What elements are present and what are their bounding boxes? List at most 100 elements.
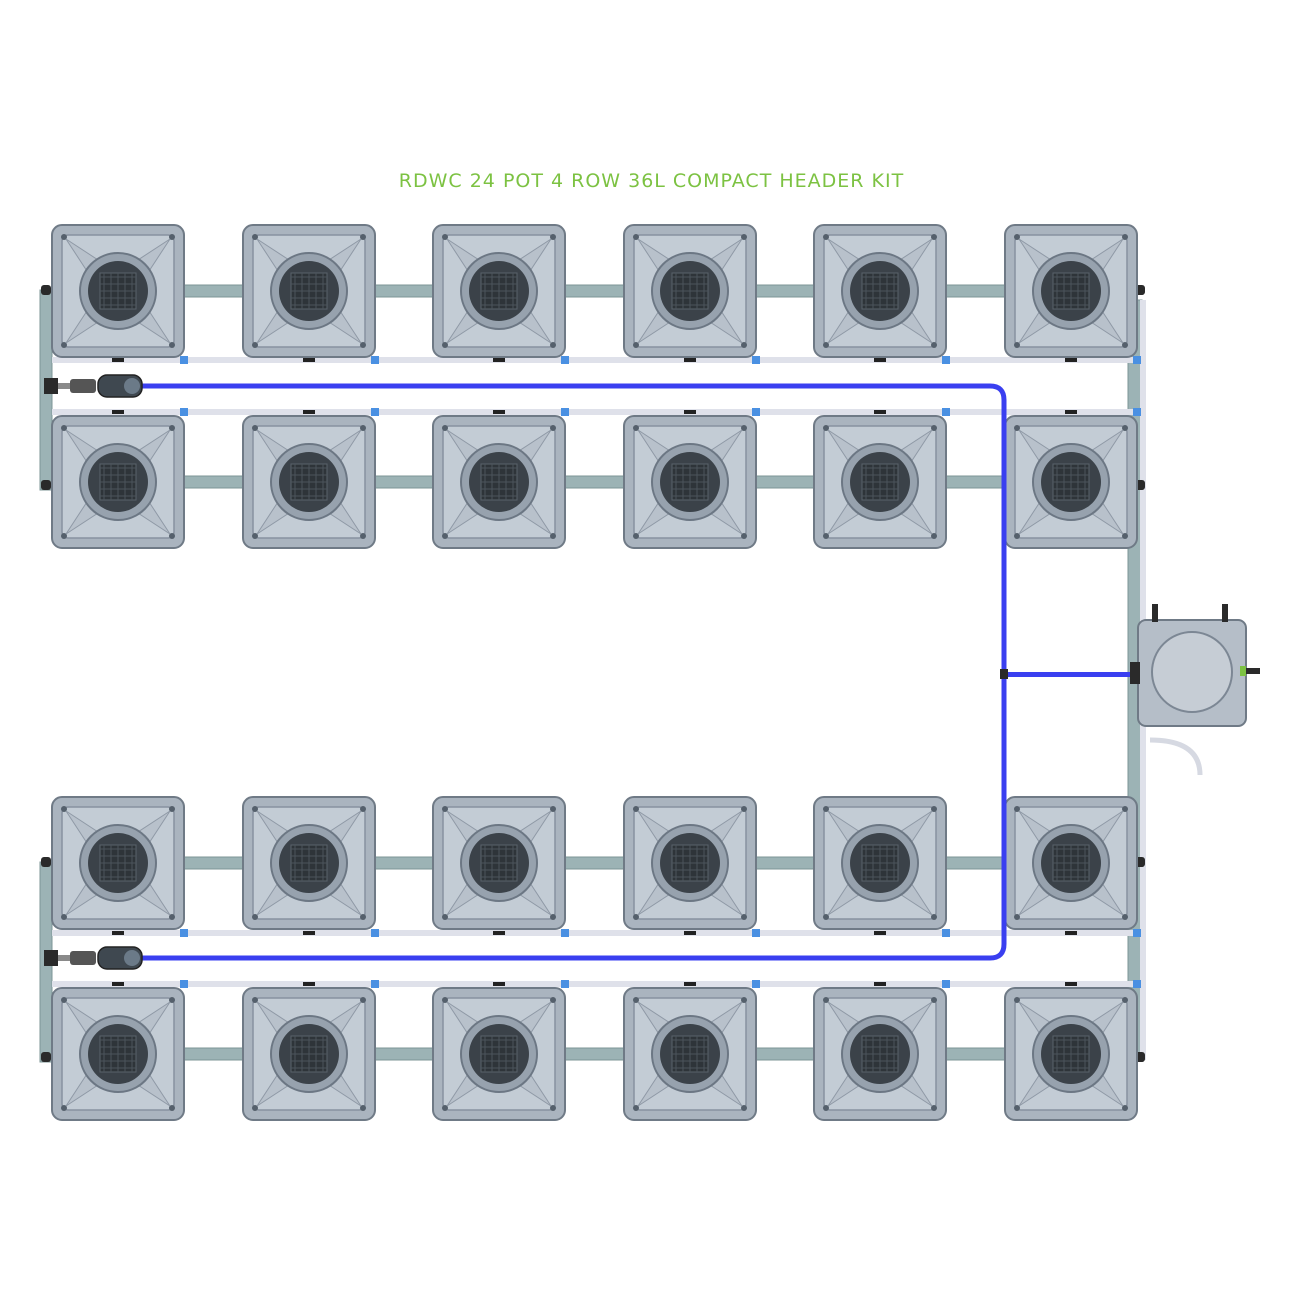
pot-bolt: [252, 533, 258, 539]
pot-bolt: [823, 1105, 829, 1111]
pot: [623, 796, 757, 930]
pot-bolt: [931, 914, 937, 920]
pot: [623, 224, 757, 358]
line-clip: [303, 931, 315, 935]
blue-connector: [561, 408, 569, 416]
valve-handle: [70, 951, 96, 965]
pot-bolt: [931, 425, 937, 431]
return-line: [52, 357, 1142, 363]
pot-bolt: [550, 425, 556, 431]
pot: [242, 987, 376, 1121]
pot-bolt: [550, 234, 556, 240]
pump: [44, 946, 143, 970]
pot: [432, 415, 566, 549]
pot-bolt: [442, 806, 448, 812]
blue-connector: [371, 356, 379, 364]
blue-connector: [371, 980, 379, 988]
pot: [813, 796, 947, 930]
line-clip: [112, 410, 124, 414]
page-title: RDWC 24 POT 4 ROW 36L COMPACT HEADER KIT: [398, 170, 905, 192]
pot-bolt: [1122, 914, 1128, 920]
pot-bolt: [252, 342, 258, 348]
pot-bolt: [931, 234, 937, 240]
tee-fitting: [1000, 669, 1008, 679]
blue-connector: [180, 980, 188, 988]
pot-bolt: [169, 234, 175, 240]
blue-connector: [942, 356, 950, 364]
pot-bolt: [61, 234, 67, 240]
line-clip: [303, 982, 315, 986]
pot: [1004, 987, 1138, 1121]
line-clip: [303, 358, 315, 362]
line-clip: [1065, 410, 1077, 414]
blue-connector: [942, 980, 950, 988]
line-clip: [1065, 931, 1077, 935]
pot-bolt: [1014, 425, 1020, 431]
pot-bolt: [169, 533, 175, 539]
line-clip: [112, 358, 124, 362]
pot-bolt: [442, 914, 448, 920]
tank-lid: [1151, 631, 1233, 713]
pot-bolt: [1014, 533, 1020, 539]
pot-bolt: [931, 533, 937, 539]
pot-bolt: [823, 342, 829, 348]
line-clip: [303, 410, 315, 414]
blue-connector: [752, 408, 760, 416]
pot-bolt: [823, 997, 829, 1003]
pot-bolt: [252, 806, 258, 812]
pot-bolt: [360, 533, 366, 539]
pump-head: [124, 950, 140, 966]
pot-bolt: [360, 806, 366, 812]
pot: [432, 224, 566, 358]
blue-connector: [942, 929, 950, 937]
pot: [813, 987, 947, 1121]
pot-bolt: [1122, 997, 1128, 1003]
elbow-fitting: [41, 285, 51, 295]
pot-bolt: [252, 425, 258, 431]
pump: [44, 374, 143, 398]
pot-bolt: [550, 342, 556, 348]
pot-bolt: [252, 234, 258, 240]
pot-bolt: [550, 806, 556, 812]
line-clip: [1065, 982, 1077, 986]
pot-bolt: [633, 806, 639, 812]
pot-bolt: [741, 342, 747, 348]
blue-connector: [1133, 408, 1141, 416]
pot: [813, 224, 947, 358]
blue-connector: [561, 356, 569, 364]
pot-bolt: [741, 914, 747, 920]
pot-bolt: [252, 1105, 258, 1111]
pot-bolt: [550, 1105, 556, 1111]
pot-bolt: [931, 1105, 937, 1111]
pot: [51, 415, 185, 549]
pot-bolt: [741, 425, 747, 431]
blue-connector: [180, 408, 188, 416]
line-clip: [874, 358, 886, 362]
pot: [51, 796, 185, 930]
pot-bolt: [360, 1105, 366, 1111]
pot-bolt: [61, 1105, 67, 1111]
blue-connector: [371, 408, 379, 416]
blue-connector: [180, 356, 188, 364]
overflow-hose: [1149, 737, 1203, 776]
pot-bolt: [252, 997, 258, 1003]
pot-bolt: [169, 1105, 175, 1111]
line-clip: [684, 931, 696, 935]
pot-bolt: [823, 914, 829, 920]
pot: [242, 796, 376, 930]
valve-handle: [70, 379, 96, 393]
pot-bolt: [823, 806, 829, 812]
return-line: [52, 930, 1142, 936]
line-clip: [684, 358, 696, 362]
pot-bolt: [360, 342, 366, 348]
blue-connector: [1133, 356, 1141, 364]
pot-bolt: [1014, 997, 1020, 1003]
tank-valve: [1240, 666, 1246, 676]
pot-bolt: [442, 533, 448, 539]
pot-bolt: [823, 425, 829, 431]
pot-bolt: [633, 234, 639, 240]
pot-bolt: [169, 806, 175, 812]
pot: [432, 796, 566, 930]
blue-hose-feed: [1004, 672, 1138, 677]
tank-port-left: [1152, 604, 1158, 622]
